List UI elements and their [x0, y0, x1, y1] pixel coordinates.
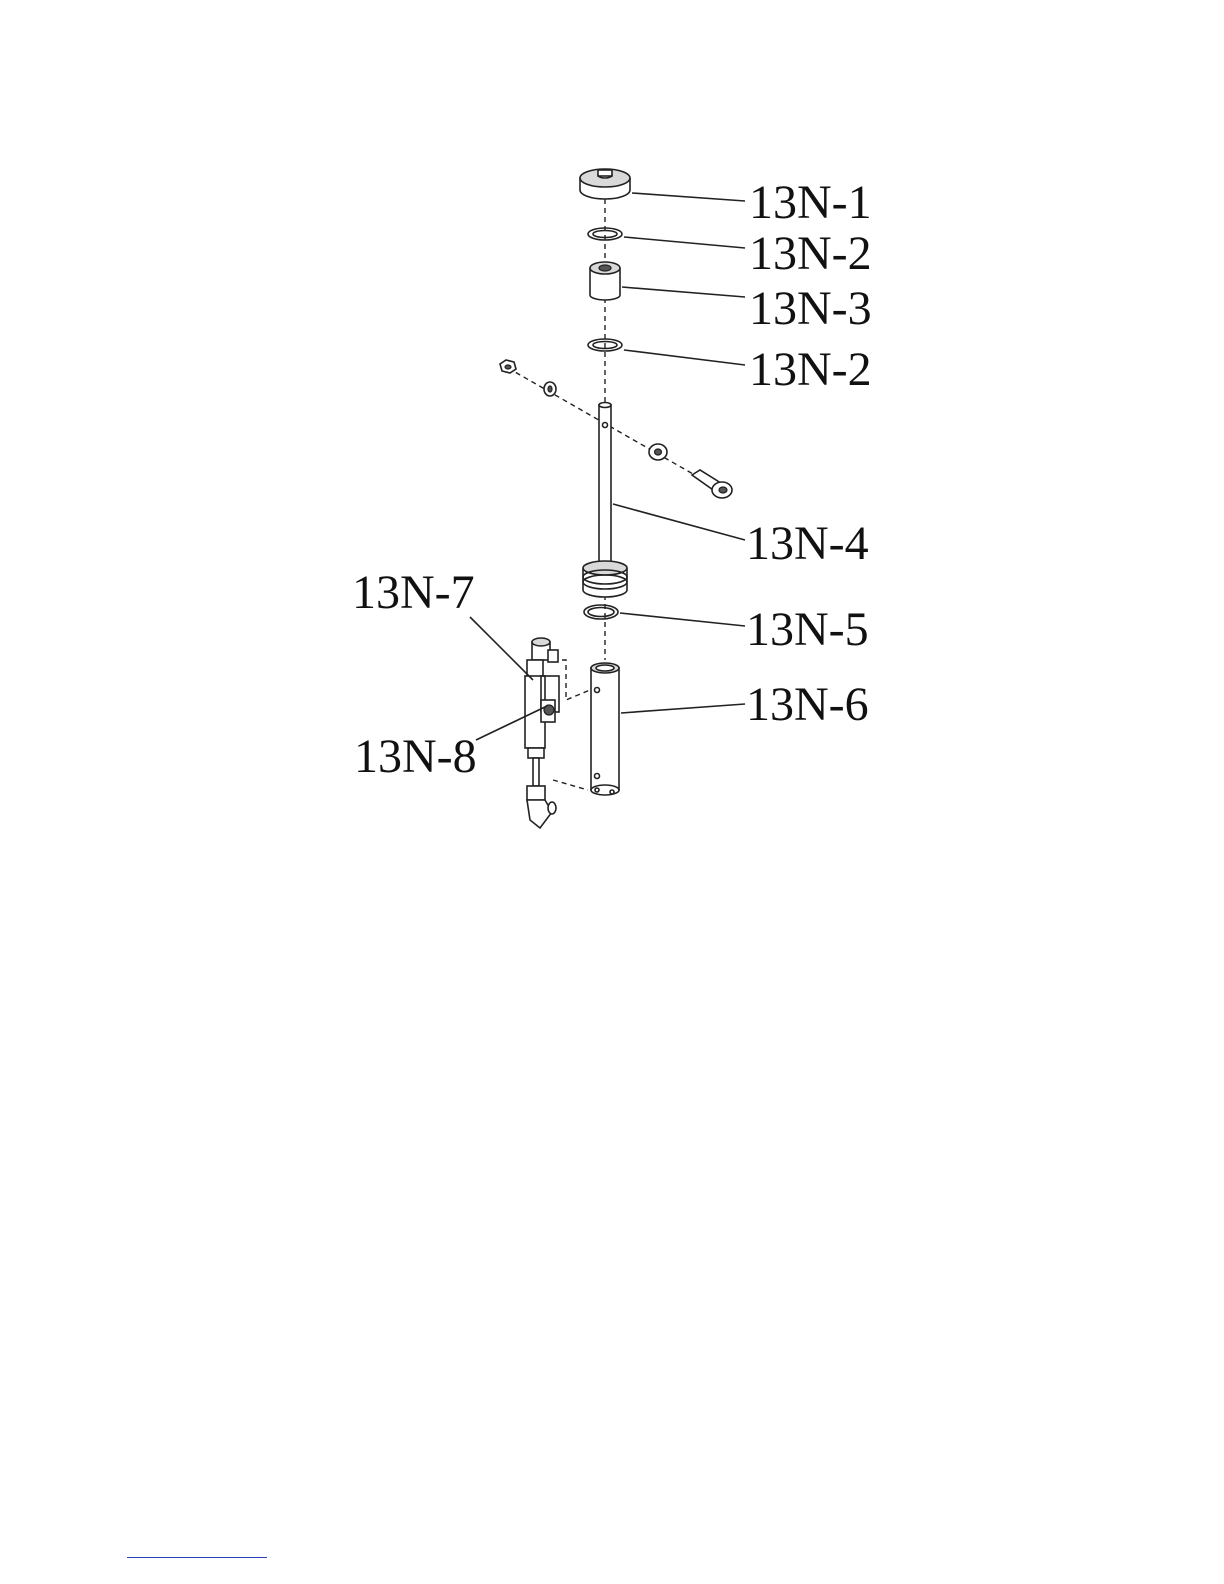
part-retaining-ring-upper [588, 228, 622, 240]
label-13n-3: 13N-3 [749, 282, 872, 335]
label-13n-4: 13N-4 [746, 517, 869, 570]
label-13n-5: 13N-5 [746, 603, 869, 656]
part-bushing [590, 262, 620, 300]
label-13n-6: 13N-6 [746, 678, 869, 731]
part-knob-cap [580, 169, 630, 199]
part-o-ring [584, 605, 618, 619]
part-valve-assembly [525, 638, 559, 828]
label-13n-7: 13N-7 [352, 566, 475, 619]
label-13n-8: 13N-8 [354, 730, 477, 783]
part-cylinder-tube [591, 663, 619, 795]
label-13n-1: 13N-1 [749, 176, 872, 229]
label-13n-2-upper: 13N-2 [749, 227, 872, 280]
label-13n-2-lower: 13N-2 [749, 343, 872, 396]
cross-bolt-assembly [500, 360, 732, 498]
footnote-rule [127, 1557, 267, 1558]
